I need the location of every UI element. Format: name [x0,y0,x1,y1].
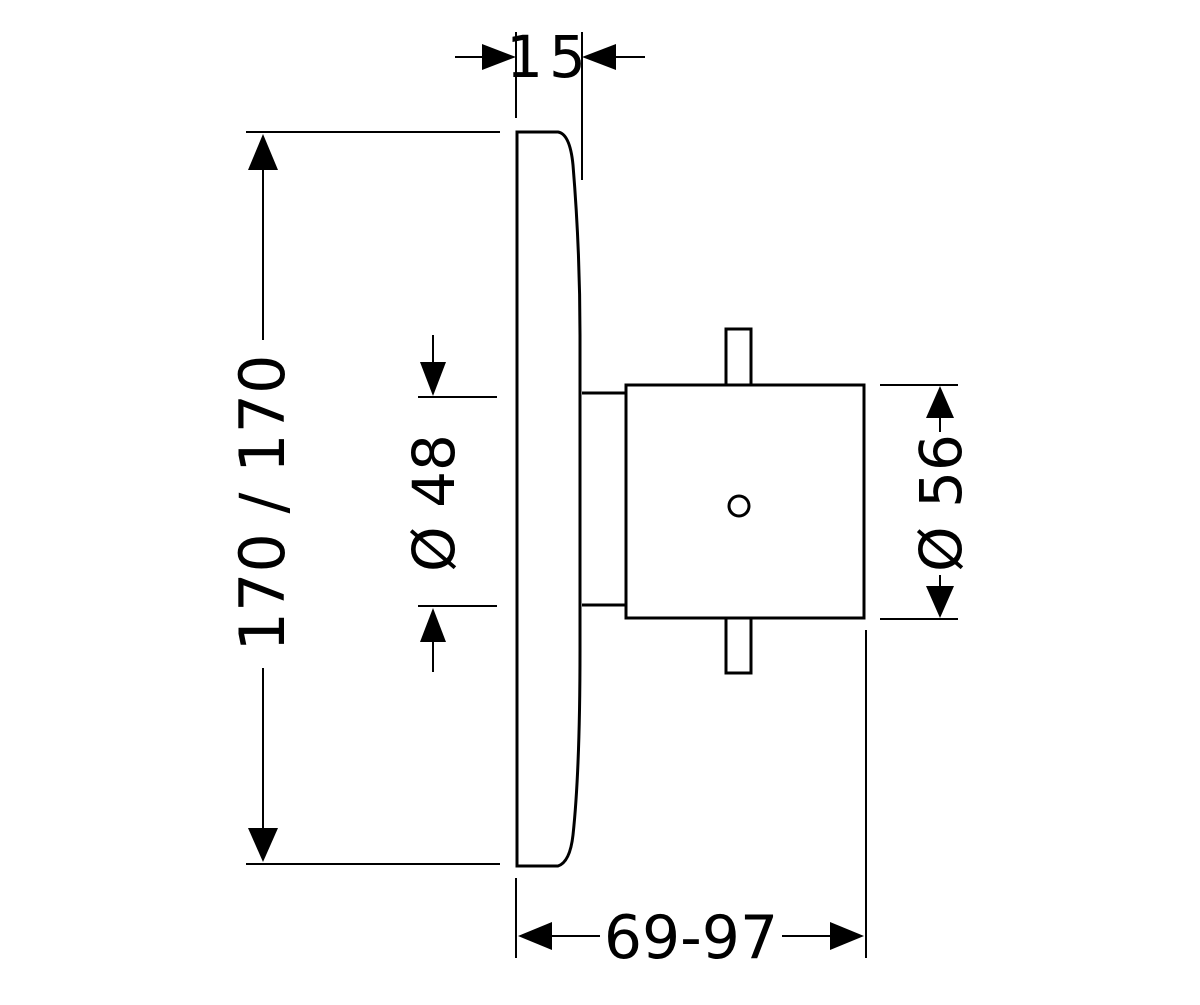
arrow-down-icon [926,586,954,618]
center-hole-icon [727,494,751,518]
dimension-height-label: 170 / 170 [226,355,299,652]
arrow-left-icon [518,922,552,950]
arrow-right-icon [482,44,516,70]
dimension-projection: 69-97 [515,630,867,973]
lever-top [724,327,753,385]
dimension-outer-diameter-label: Ø 56 [907,434,975,572]
arrow-left-icon [582,44,616,70]
handle-box [624,383,866,620]
arrow-up-icon [926,386,954,418]
dimension-height: 170 / 170 [226,131,500,865]
lever-bottom [724,618,753,675]
cover-plate [515,130,582,868]
arrow-up-icon [248,134,278,170]
arrow-up-icon [420,608,446,642]
sleeve [582,391,627,607]
arrow-down-icon [248,828,278,862]
dimension-projection-label: 69-97 [604,903,778,973]
dimension-depth-label: 15 [506,23,592,91]
arrow-right-icon [830,922,864,950]
dimension-outer-diameter: Ø 56 [880,384,975,620]
arrow-down-icon [420,362,446,396]
cover-plate-outline [515,130,582,868]
handle-body [624,327,866,675]
dimension-inner-diameter-label: Ø 48 [400,434,468,572]
dimension-depth: 15 [455,23,645,180]
dimension-inner-diameter: Ø 48 [400,335,497,672]
